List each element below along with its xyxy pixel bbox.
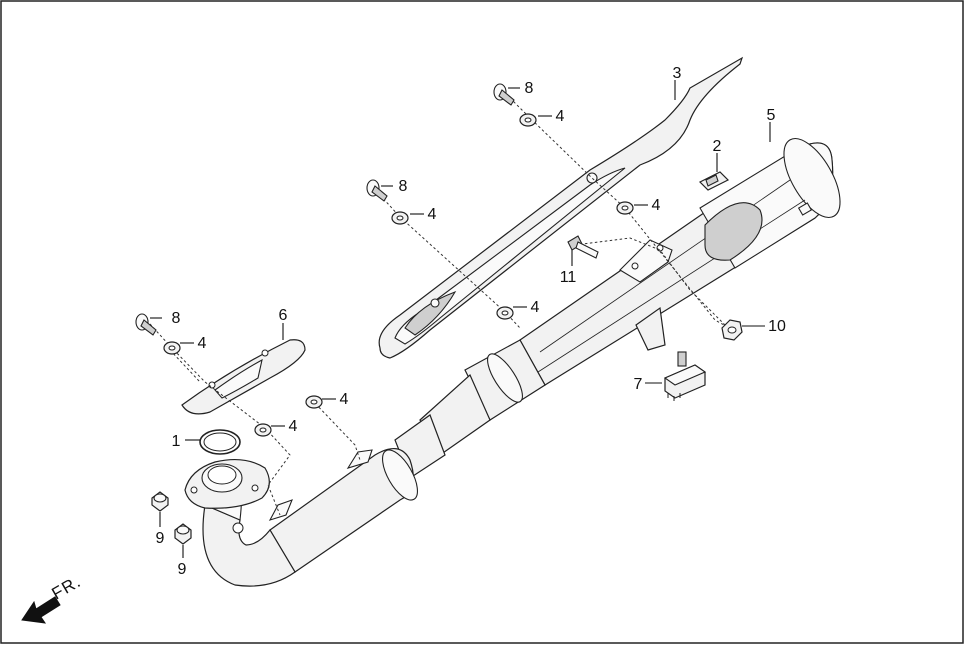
callout-labels: 1 2 3 4 4 4 4 4 4 4 5 6 7 8 8 8 9 9 10 1… — [156, 65, 786, 578]
callout-4-d: 4 — [531, 299, 540, 316]
callout-3: 3 — [673, 65, 682, 82]
callout-4-g: 4 — [289, 418, 298, 435]
nut-10 — [721, 319, 743, 341]
sensor-7 — [663, 351, 707, 401]
callout-8-c: 8 — [172, 310, 181, 327]
callout-9-b: 9 — [178, 561, 187, 578]
callout-5: 5 — [767, 107, 776, 124]
washers — [163, 113, 634, 437]
callout-4-e: 4 — [198, 335, 207, 352]
bolt-8-top — [493, 83, 515, 106]
bolt-8-left — [135, 313, 157, 336]
clamp-2 — [698, 171, 730, 191]
leader-lines — [150, 80, 771, 558]
bolt-11 — [567, 235, 599, 259]
callout-11: 11 — [560, 269, 577, 286]
callout-8-a: 8 — [525, 80, 534, 97]
muffler-body — [268, 138, 841, 573]
callout-10: 10 — [768, 318, 786, 335]
callout-2: 2 — [713, 138, 722, 155]
callout-9-a: 9 — [156, 530, 165, 547]
callout-7: 7 — [634, 376, 643, 393]
nut-9-bottom — [174, 523, 192, 545]
callout-4-c: 4 — [652, 197, 661, 214]
callout-4-f: 4 — [340, 391, 349, 408]
bolt-8-mid — [366, 179, 388, 202]
gasket-ring — [199, 429, 241, 455]
callout-6: 6 — [279, 307, 288, 324]
header-pipe — [184, 458, 296, 587]
callout-4-a: 4 — [556, 108, 565, 125]
callout-8-b: 8 — [399, 178, 408, 195]
rear-heat-shield — [378, 56, 744, 359]
callout-4-b: 4 — [428, 206, 437, 223]
callout-1: 1 — [172, 433, 181, 450]
gasket-ring-inner — [203, 432, 237, 452]
nut-9-top — [151, 491, 169, 512]
front-direction-arrow-icon — [21, 596, 61, 624]
